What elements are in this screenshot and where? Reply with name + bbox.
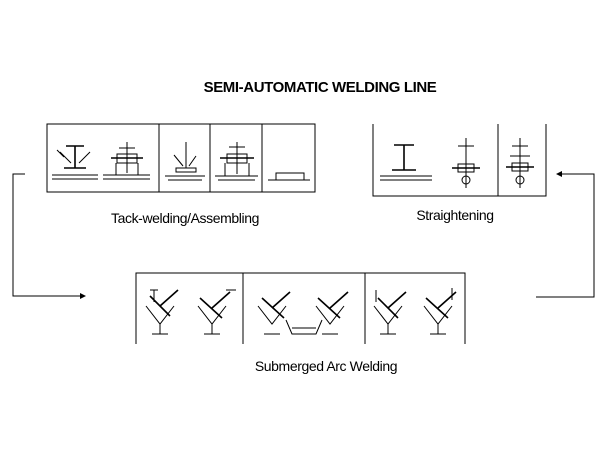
saw-fixture-icon-a2 <box>197 289 236 335</box>
saw-fixture-icon-c1 <box>373 290 407 335</box>
saw-fixture-icon-b1 <box>257 291 291 335</box>
saw-conveyor-icon <box>285 319 323 335</box>
tack-welding-station <box>46 123 316 193</box>
saw-station <box>135 272 466 344</box>
flow-arrow-to-saw <box>80 293 86 299</box>
straightening-station <box>372 124 547 197</box>
straightening-label: Straightening <box>416 207 493 223</box>
flat-plate-icon <box>268 172 310 181</box>
web-tack-icon <box>165 142 205 181</box>
saw-fixture-icon-c2 <box>423 288 457 335</box>
roller-press-icon-2 <box>506 138 534 188</box>
clamp-assembly-icon <box>215 142 258 181</box>
flow-arrow-to-straightening <box>556 171 562 177</box>
i-beam-clamp-icon <box>103 142 150 180</box>
tack-welding-label: Tack-welding/Assembling <box>111 210 259 226</box>
i-beam-tack-icon <box>52 145 98 180</box>
saw-label: Submerged Arc Welding <box>255 358 397 374</box>
saw-fixture-icon-b2 <box>315 291 349 335</box>
flow-connector-left <box>12 173 86 299</box>
diagram-title: SEMI-AUTOMATIC WELDING LINE <box>204 79 437 96</box>
saw-fixture-icon-a1 <box>145 289 179 335</box>
roller-press-icon <box>452 138 480 188</box>
i-beam-straighten-icon <box>380 144 432 181</box>
flow-connector-right <box>536 171 595 298</box>
